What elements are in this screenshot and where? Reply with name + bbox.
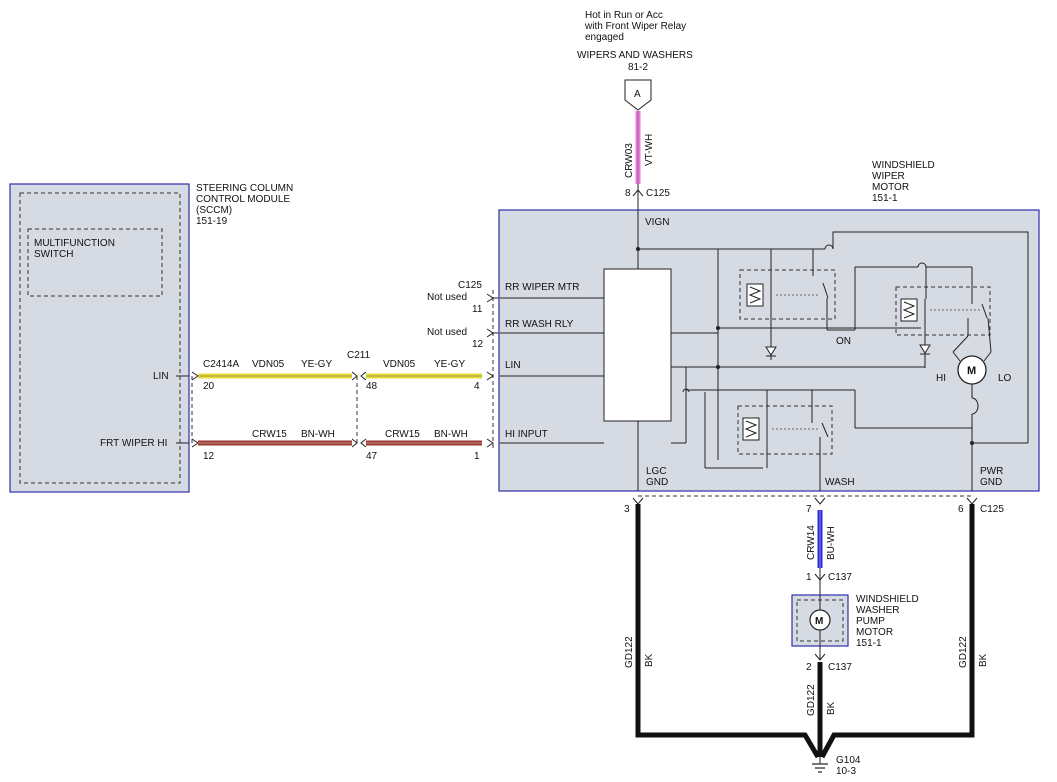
wire-lin-circuit2: VDN05 [383, 359, 416, 370]
wire-frt-color: BN-WH [301, 429, 335, 440]
pwr-gnd-2: GND [980, 477, 1002, 488]
pin-lin: LIN [505, 360, 521, 371]
not-used-pin-1: 11 [472, 304, 483, 315]
wire-frt-pin-mid: 47 [366, 451, 378, 462]
wiper-motor-ref[interactable]: 151-1 [872, 193, 898, 204]
ground-left-color: BK [644, 653, 655, 667]
sccm-name-3: (SCCM) [196, 205, 232, 216]
washer-wire-circuit: CRW14 [806, 525, 817, 560]
ground-right-color: BK [978, 653, 989, 667]
lgc-gnd-2: GND [646, 477, 668, 488]
c211-label: C211 [347, 350, 371, 361]
washer-conn1: C137 [828, 572, 852, 583]
pin-rr-wash: RR WASH RLY [505, 319, 574, 330]
wire-lin-pin-left: 20 [203, 381, 215, 392]
washer-pump-ref[interactable]: 151-1 [856, 638, 882, 649]
wire-lin-circuit: VDN05 [252, 359, 285, 370]
wiper-motor-name-3: MOTOR [872, 182, 909, 193]
ground-mid-color: BK [826, 701, 837, 715]
sccm-dashed-inner [19, 192, 181, 484]
wiper-motor-name-2: WIPER [872, 171, 905, 182]
not-used-2: Not used [427, 327, 467, 338]
ground-left-circuit: GD122 [624, 636, 635, 668]
wire-lin-color: YE-GY [301, 359, 332, 370]
wire-lin-conn: C2414A [203, 359, 239, 370]
wash-relay-box[interactable] [737, 405, 833, 455]
pwr-gnd-1: PWR [980, 466, 1003, 477]
washer-pump-name-4: MOTOR [856, 627, 893, 638]
sccm-box[interactable] [9, 183, 190, 493]
ground-wire-left[interactable] [635, 504, 821, 759]
wire-lin-color2: YE-GY [434, 359, 465, 370]
top-ref-title[interactable]: WIPERS AND WASHERS [577, 50, 693, 61]
top-ref-page[interactable]: 81-2 [628, 62, 648, 73]
sccm-name-1: STEERING COLUMN [196, 183, 293, 194]
ground-mid-circuit: GD122 [806, 684, 817, 716]
washer-pin1: 1 [806, 572, 812, 583]
sccm-ref[interactable]: 151-19 [196, 216, 228, 227]
relay-on-label: ON [836, 336, 851, 347]
hi-lo-relay-coil [900, 298, 918, 322]
washer-pump-name-1: WINDSHIELD [856, 594, 919, 605]
wire-frt-pin-right: 1 [474, 451, 480, 462]
sccm-pin-frt: FRT WIPER HI [100, 438, 167, 449]
wire-lin-pin-right: 4 [474, 381, 480, 392]
connector-a-letter: A [634, 89, 641, 100]
logic-control-box[interactable] [603, 268, 672, 422]
sccm-pin-lin: LIN [153, 371, 169, 382]
washer-conn2: C137 [828, 662, 852, 673]
top-note-line1: Hot in Run or Acc [585, 10, 663, 21]
wire-frt-color2: BN-WH [434, 429, 468, 440]
ground-right-circuit: GD122 [958, 636, 969, 668]
bottom-pin-3: 3 [624, 504, 630, 515]
motor-hi-label: HI [936, 373, 946, 384]
wash-relay-coil [742, 417, 760, 441]
wiper-motor-m: M [967, 365, 976, 377]
on-diode [765, 346, 777, 356]
wire-frt-circuit2: CRW15 [385, 429, 420, 440]
bottom-pin-6: 6 [958, 504, 964, 515]
pin-vign: VIGN [645, 217, 669, 228]
wire-frt-pin-left: 12 [203, 451, 215, 462]
washer-pump-name-3: PUMP [856, 616, 885, 627]
washer-pump-m: M [815, 616, 823, 627]
wire-frt-circuit: CRW15 [252, 429, 287, 440]
not-used-1: Not used [427, 292, 467, 303]
on-relay-box[interactable] [739, 269, 836, 320]
multifunction-label-2: SWITCH [34, 249, 73, 260]
wiper-motor-name-1: WINDSHIELD [872, 160, 935, 171]
bottom-c125: C125 [980, 504, 1004, 515]
sccm-name-2: CONTROL MODULE [196, 194, 290, 205]
motor-lo-label: LO [998, 373, 1012, 384]
top-note-line2: with Front Wiper Relay [584, 21, 686, 32]
washer-pin2: 2 [806, 662, 812, 673]
ground-symbol-icon[interactable] [812, 757, 828, 773]
pin-8-conn: C125 [646, 188, 670, 199]
wire-crw03-circuit: CRW03 [624, 143, 635, 178]
washer-pump-name-2: WASHER [856, 605, 900, 616]
washer-wire-color: BU-WH [826, 526, 837, 560]
wash-label: WASH [825, 477, 855, 488]
lgc-gnd-1: LGC [646, 466, 667, 477]
not-used-pin-2: 12 [472, 339, 484, 350]
bottom-pin-7: 7 [806, 504, 812, 515]
on-relay-coil [746, 283, 764, 307]
pin-rr-wiper: RR WIPER MTR [505, 282, 579, 293]
ground-ref[interactable]: 10-3 [836, 766, 856, 777]
pin-8-label: 8 [625, 188, 631, 199]
pin-hi-input: HI INPUT [505, 429, 548, 440]
ground-name[interactable]: G104 [836, 755, 861, 766]
wire-lin-pin-mid: 48 [366, 381, 378, 392]
ground-wire-right[interactable] [819, 504, 975, 759]
wire-crw03-color: VT-WH [644, 134, 655, 166]
top-note-line3: engaged [585, 32, 624, 43]
hi-lo-relay-box[interactable] [895, 286, 991, 336]
multifunction-label-1: MULTIFUNCTION [34, 238, 115, 249]
connector-a-symbol[interactable] [624, 79, 652, 111]
c125-side-conn: C125 [458, 280, 482, 291]
multifunction-switch-box[interactable] [27, 228, 163, 297]
